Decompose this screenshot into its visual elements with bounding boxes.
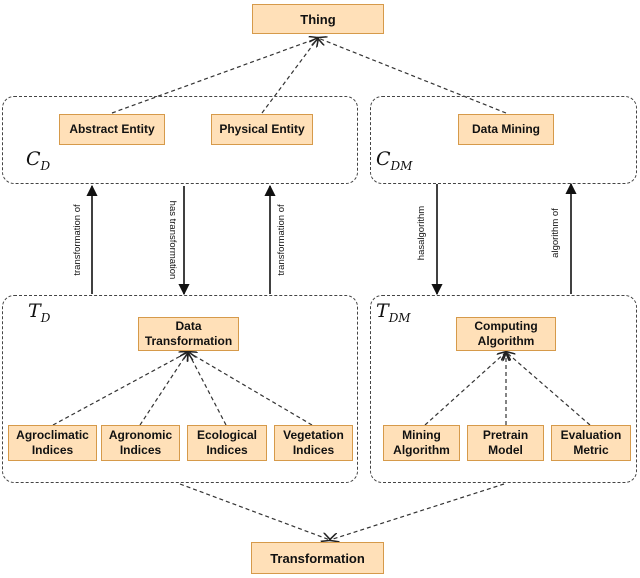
- node-transformation[interactable]: Transformation: [251, 542, 384, 574]
- edge-evaluation-to-computing: [506, 352, 591, 426]
- edge-td-to-transformation: [179, 483, 330, 540]
- label-transformation-of-left: transformation of: [72, 204, 83, 276]
- subclass-edges-td: [52, 352, 313, 426]
- group-tdm: [370, 295, 637, 483]
- label-hasalgorithm: hasalgorithm: [416, 206, 427, 260]
- node-computing-algorithm[interactable]: Computing Algorithm: [456, 317, 556, 351]
- group-label-td: TD: [28, 300, 51, 325]
- node-evaluation-metric[interactable]: Evaluation Metric: [551, 425, 631, 461]
- relation-edges: [86, 182, 577, 296]
- edge-tdm-to-transformation: [330, 483, 505, 540]
- label-has-transformation: has transformation: [167, 201, 178, 280]
- label-algorithm-of: algorithm of: [550, 208, 561, 258]
- node-abstract-entity[interactable]: Abstract Entity: [59, 114, 165, 145]
- node-data-mining[interactable]: Data Mining: [458, 114, 554, 145]
- group-label-cdm: CDM: [376, 148, 413, 173]
- node-agroclimatic-indices[interactable]: Agroclimatic Indices: [8, 425, 97, 461]
- label-transformation-of-right: transformation of: [276, 204, 287, 276]
- group-cd: [2, 96, 358, 184]
- node-agronomic-indices[interactable]: Agronomic Indices: [101, 425, 180, 461]
- group-td: [2, 295, 358, 483]
- edge-agroclimatic-to-datatransformation: [52, 352, 188, 426]
- node-vegetation-indices[interactable]: Vegetation Indices: [274, 425, 353, 461]
- edge-abstract-to-thing: [111, 38, 318, 114]
- node-data-transformation[interactable]: Data Transformation: [138, 317, 239, 351]
- edge-datamining-to-thing: [318, 38, 507, 114]
- node-thing[interactable]: Thing: [252, 4, 384, 34]
- node-physical-entity[interactable]: Physical Entity: [211, 114, 313, 145]
- node-ecological-indices[interactable]: Ecological Indices: [187, 425, 267, 461]
- node-pretrain-model[interactable]: Pretrain Model: [467, 425, 544, 461]
- group-label-cd: CD: [26, 148, 51, 173]
- subclass-edges-tdm: [424, 352, 591, 426]
- subclass-edges-to-thing: [111, 38, 507, 114]
- node-mining-algorithm[interactable]: Mining Algorithm: [383, 425, 460, 461]
- group-cdm: [370, 96, 637, 184]
- edge-agronomic-to-datatransformation: [139, 352, 188, 426]
- subclass-edges-to-transformation: [179, 483, 505, 540]
- group-label-tdm: TDM: [376, 300, 411, 325]
- edge-vegetation-to-datatransformation: [188, 352, 313, 426]
- edge-physical-to-thing: [261, 38, 318, 114]
